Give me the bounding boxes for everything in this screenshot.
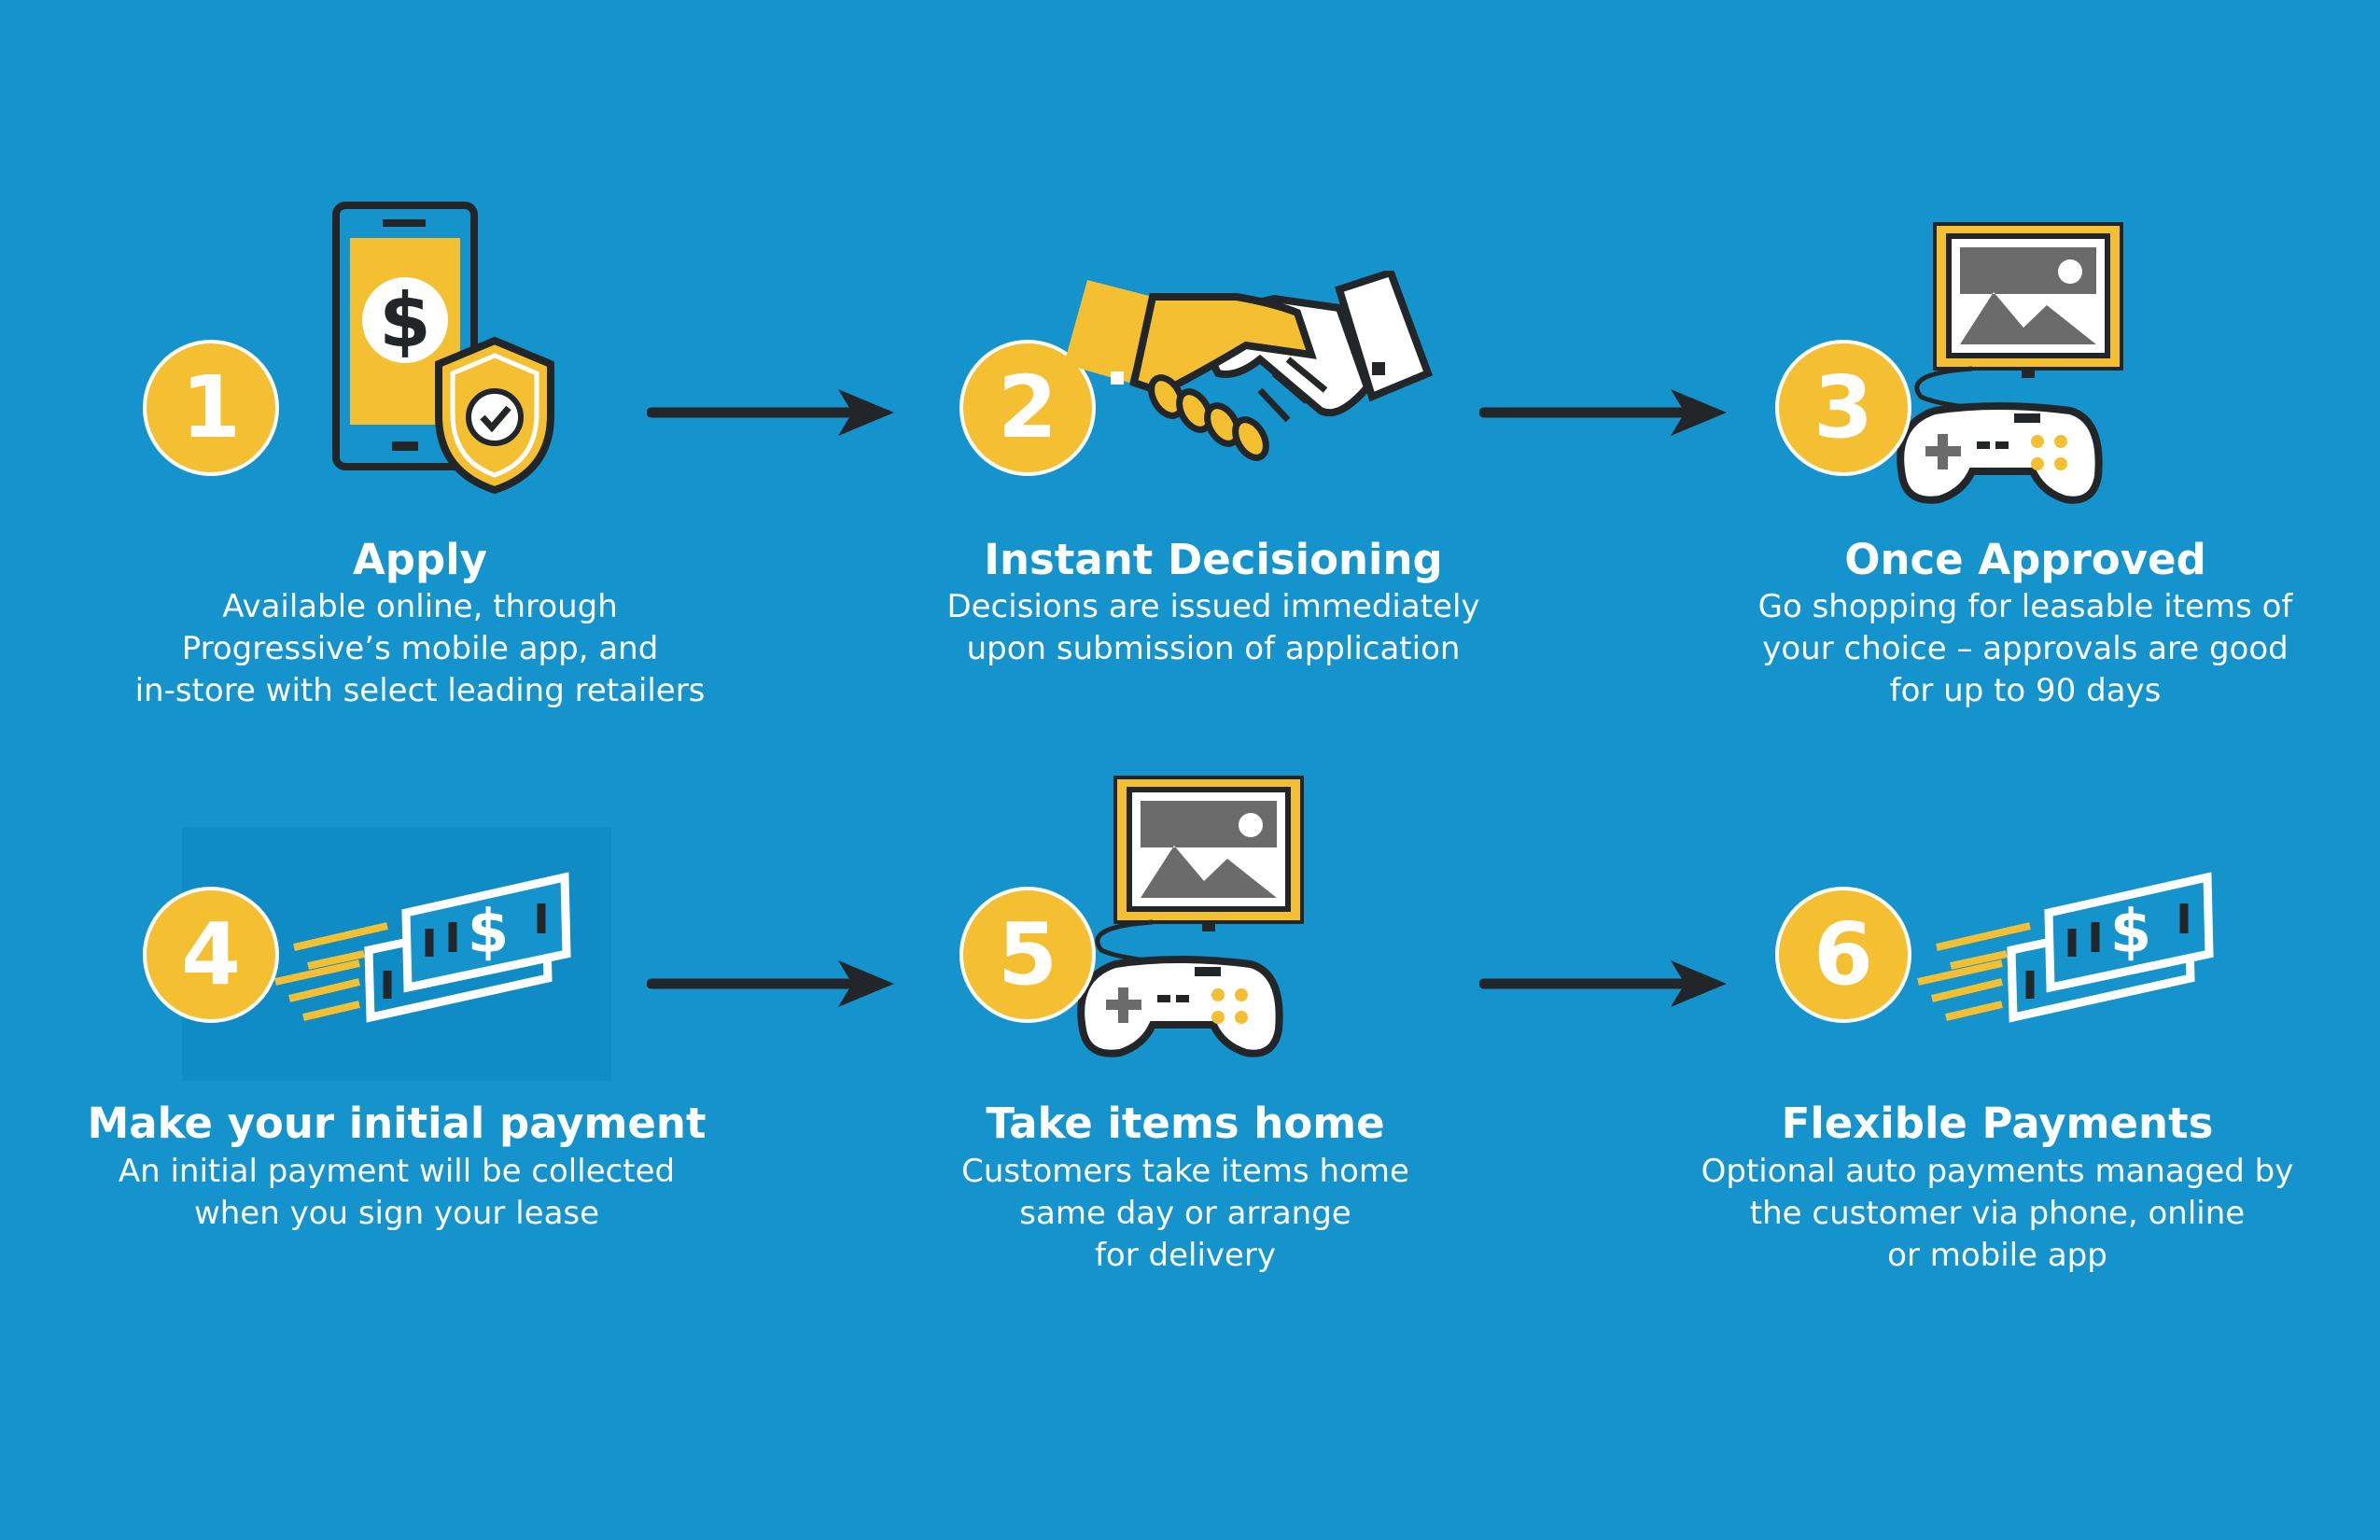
step-4-description: An initial payment will be collected whe… xyxy=(70,1151,723,1235)
step-3-desc-line: your choice – approvals are good xyxy=(1762,630,2289,667)
step-1-desc-line: Available online, through xyxy=(222,588,618,625)
step-4-number-badge: 4 xyxy=(143,887,279,1023)
step-5-desc-line: for delivery xyxy=(1094,1237,1277,1274)
step-6-desc-line: Optional auto payments managed by xyxy=(1701,1153,2294,1190)
svg-text:$: $ xyxy=(379,277,431,364)
step-5-title: Take items home xyxy=(986,1099,1385,1148)
step-2-number-badge: 2 xyxy=(959,340,1096,476)
arrow-right-icon xyxy=(647,960,894,1007)
step-5-description: Customers take items home same day or ar… xyxy=(859,1151,1512,1277)
step-1-desc-line: Progressive’s mobile app, and xyxy=(181,630,659,667)
flying-cash-icon xyxy=(1899,868,2217,1055)
step-4-title: Make your initial payment xyxy=(87,1099,707,1148)
step-5-desc-line: Customers take items home xyxy=(961,1153,1409,1190)
step-3-description: Go shopping for leasable items of your c… xyxy=(1699,586,2352,712)
step-6-desc-line: or mobile app xyxy=(1887,1237,2107,1274)
step-6-description: Optional auto payments managed by the cu… xyxy=(1661,1151,2333,1277)
step-1-title: Apply xyxy=(352,535,487,584)
step-2-desc-line: upon submission of application xyxy=(966,630,1461,667)
flying-cash-icon xyxy=(257,868,574,1055)
arrow-right-icon xyxy=(647,389,894,436)
step-3-number-badge: 3 xyxy=(1775,340,1911,476)
step-6-title: Flexible Payments xyxy=(1781,1099,2214,1148)
step-1-desc-line: in-store with select leading retailers xyxy=(134,672,706,709)
step-2-description: Decisions are issued immediately upon su… xyxy=(887,586,1540,670)
arrow-right-icon xyxy=(1479,389,1727,436)
step-4-desc-line: An initial payment will be collected xyxy=(118,1153,676,1190)
step-1-number-badge: 1 xyxy=(143,340,279,476)
step-6-desc-line: the customer via phone, online xyxy=(1749,1195,2246,1232)
step-2-title: Instant Decisioning xyxy=(984,535,1443,584)
tv-controller-icon xyxy=(1064,773,1307,1071)
tv-controller-icon xyxy=(1883,219,2126,518)
step-2-desc-line: Decisions are issued immediately xyxy=(946,588,1480,625)
step-6-number-badge: 6 xyxy=(1775,887,1911,1023)
step-5-number-badge: 5 xyxy=(959,887,1096,1023)
step-3-title: Once Approved xyxy=(1844,535,2206,584)
step-3-desc-line: for up to 90 days xyxy=(1889,672,2162,709)
step-4-desc-line: when you sign your lease xyxy=(193,1195,600,1232)
phone-shield-icon: $ xyxy=(332,202,554,495)
step-3-desc-line: Go shopping for leasable items of xyxy=(1757,588,2293,625)
step-1-description: Available online, through Progressive’s … xyxy=(93,586,747,712)
step-5-desc-line: same day or arrange xyxy=(1019,1195,1351,1232)
arrow-right-icon xyxy=(1479,960,1727,1007)
handshake-icon xyxy=(1064,271,1433,461)
